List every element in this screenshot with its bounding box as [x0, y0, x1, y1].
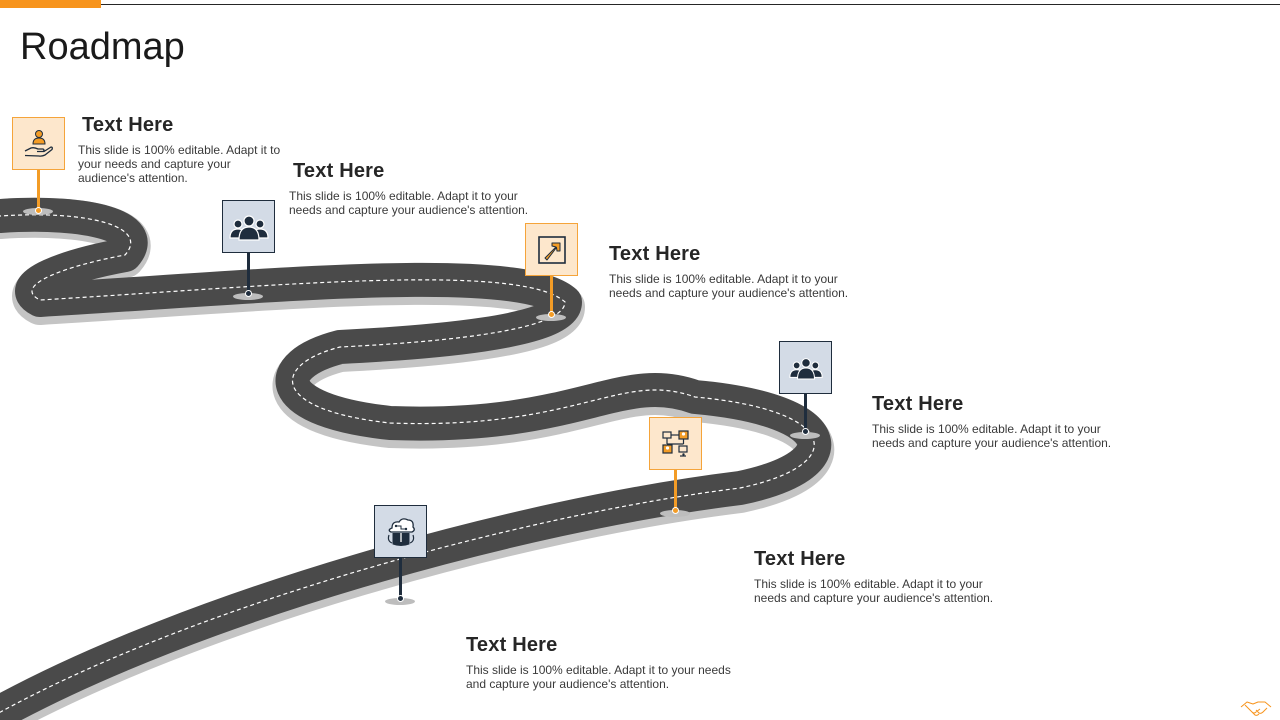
cloud-brain-icon — [384, 515, 418, 549]
milestone-1-marker[interactable] — [12, 117, 65, 170]
milestone-2-text: Text Here This slide is 100% editable. A… — [289, 160, 549, 217]
milestone-6-text: Text Here This slide is 100% editable. A… — [466, 634, 746, 691]
milestone-3-body: This slide is 100% editable. Adapt it to… — [609, 272, 869, 300]
milestone-1-dot — [35, 207, 42, 214]
milestone-5-heading: Text Here — [754, 548, 1014, 571]
milestone-4-heading: Text Here — [872, 393, 1132, 416]
milestone-3-heading: Text Here — [609, 243, 869, 266]
milestone-5-pole — [674, 469, 677, 511]
milestone-3-text: Text Here This slide is 100% editable. A… — [609, 243, 869, 300]
milestone-3-dot — [548, 311, 555, 318]
milestone-1-body: This slide is 100% editable. Adapt it to… — [78, 143, 290, 185]
milestone-4-pole — [804, 393, 807, 433]
milestone-2-body: This slide is 100% editable. Adapt it to… — [289, 189, 549, 217]
milestone-2-pole — [247, 252, 250, 294]
hand-user-icon — [22, 127, 56, 161]
milestone-4-marker[interactable] — [779, 341, 832, 394]
milestone-1-pole — [37, 169, 40, 209]
milestone-5-marker[interactable] — [649, 417, 702, 470]
milestone-4-body: This slide is 100% editable. Adapt it to… — [872, 422, 1132, 450]
milestone-3-marker[interactable] — [525, 223, 578, 276]
milestone-5-body: This slide is 100% editable. Adapt it to… — [754, 577, 1014, 605]
milestone-5-dot — [672, 507, 679, 514]
milestone-4-dot — [802, 428, 809, 435]
handshake-logo-icon — [1240, 698, 1272, 718]
milestone-6-dot — [397, 595, 404, 602]
milestone-4-text: Text Here This slide is 100% editable. A… — [872, 393, 1132, 450]
milestone-6-pole — [399, 557, 402, 599]
milestone-5-text: Text Here This slide is 100% editable. A… — [754, 548, 1014, 605]
milestone-2-dot — [245, 290, 252, 297]
milestone-6-heading: Text Here — [466, 634, 746, 657]
milestone-1-heading: Text Here — [78, 114, 290, 137]
milestone-3-pole — [550, 275, 553, 315]
team-icon — [789, 355, 823, 381]
milestone-6-body: This slide is 100% editable. Adapt it to… — [466, 663, 746, 691]
arrow-up-right-icon — [537, 235, 567, 265]
milestone-2-heading: Text Here — [289, 160, 549, 183]
org-chart-icon — [661, 429, 691, 459]
milestone-6-marker[interactable] — [374, 505, 427, 558]
milestone-1-text: Text Here This slide is 100% editable. A… — [78, 114, 290, 185]
team-icon — [229, 212, 269, 242]
milestone-2-marker[interactable] — [222, 200, 275, 253]
